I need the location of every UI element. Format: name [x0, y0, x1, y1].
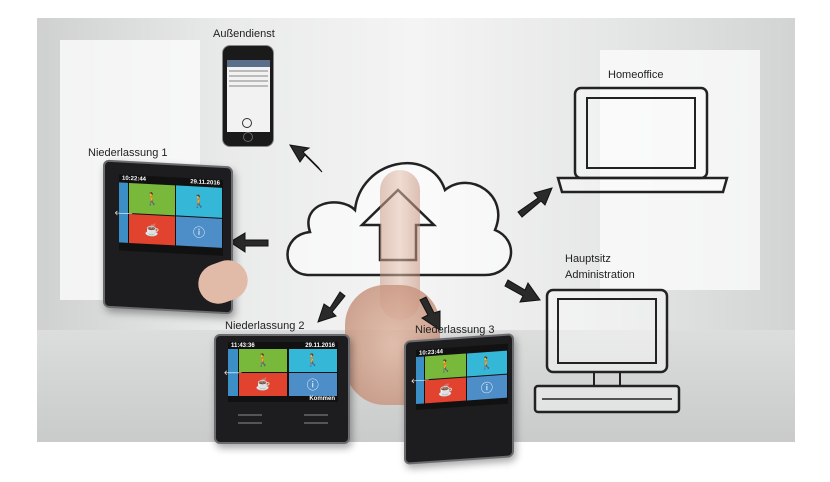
arrow-to-niederlassung2-icon	[317, 291, 346, 323]
play-icon	[242, 118, 252, 128]
terminal-screen: 11:43:36 29.11.2016 🡐 🚶 🚶 ☕ ⓘ Kommen	[224, 342, 338, 402]
terminal-time: 11:43:36	[231, 343, 255, 349]
info-icon[interactable]: ⓘ	[466, 374, 508, 401]
clock-out-icon[interactable]: 🚶	[176, 185, 222, 218]
arrow-to-niederlassung3-icon	[419, 296, 441, 331]
back-icon[interactable]: 🡐	[224, 348, 242, 396]
clock-in-icon[interactable]: 🚶	[425, 353, 466, 380]
label-niederlassung-1: Niederlassung 1	[88, 147, 168, 159]
terminal-screen: 10:23:44 🡐 🚶 🚶 ☕ ⓘ	[411, 343, 508, 411]
laptop-icon	[556, 86, 729, 194]
back-icon[interactable]: 🡐	[411, 356, 430, 405]
info-icon[interactable]: ⓘ	[176, 216, 222, 249]
terminal-date: 29.11.2016	[305, 343, 335, 349]
label-niederlassung-2: Niederlassung 2	[225, 320, 305, 332]
terminal-niederlassung-2: 11:43:36 29.11.2016 🡐 🚶 🚶 ☕ ⓘ Kommen	[214, 334, 350, 444]
terminal-niederlassung-3: 10:23:44 🡐 🚶 🚶 ☕ ⓘ	[404, 333, 514, 465]
label-hauptsitz: Hauptsitz	[565, 253, 611, 265]
break-coffee-icon[interactable]: ☕	[129, 213, 176, 246]
clock-in-icon[interactable]: 🚶	[239, 348, 288, 372]
speaker-grille	[238, 414, 262, 424]
label-niederlassung-3: Niederlassung 3	[415, 324, 495, 336]
terminal-time: 10:22:44	[122, 175, 147, 183]
arrow-to-niederlassung1-icon	[229, 232, 269, 253]
arrow-to-aussendienst-icon	[289, 144, 323, 173]
label-administration: Administration	[565, 269, 635, 281]
info-icon[interactable]: ⓘ	[288, 372, 337, 396]
clock-in-icon[interactable]: 🚶	[129, 183, 176, 216]
smartphone	[222, 45, 274, 147]
label-homeoffice: Homeoffice	[608, 69, 664, 81]
phone-screen	[227, 60, 270, 132]
desktop-computer-icon	[533, 288, 681, 414]
home-button	[243, 132, 253, 142]
rfid-reader	[304, 414, 328, 424]
clock-out-icon[interactable]: 🚶	[466, 350, 508, 377]
break-coffee-icon[interactable]: ☕	[425, 377, 466, 404]
label-aussendienst: Außendienst	[213, 28, 275, 40]
clock-out-icon[interactable]: 🚶	[288, 348, 337, 372]
arrow-to-hauptsitz-icon	[504, 279, 541, 303]
terminal-status: Kommen	[309, 396, 335, 402]
break-coffee-icon[interactable]: ☕	[239, 372, 288, 396]
arrow-to-homeoffice-icon	[517, 187, 553, 218]
window	[600, 50, 760, 290]
back-icon[interactable]: 🡐	[114, 182, 133, 244]
